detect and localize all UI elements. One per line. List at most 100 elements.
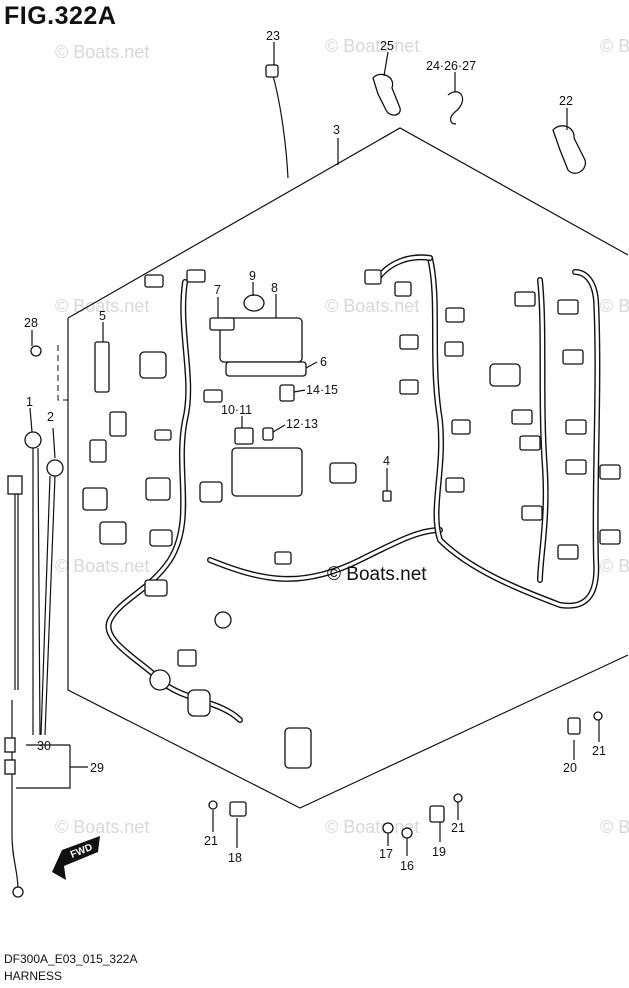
bolt-21	[593, 711, 603, 721]
label-24-26-27: 24·26·27	[426, 59, 476, 73]
connector	[444, 341, 464, 357]
clamp-4	[382, 490, 392, 502]
connector	[149, 529, 173, 547]
watermark: © Boats.net	[600, 556, 629, 576]
figure-code: DF300A_E03_015_322A	[4, 952, 138, 966]
bolt-21	[208, 800, 218, 810]
clamp-22	[552, 125, 587, 174]
cover-5	[94, 341, 110, 393]
connector	[489, 363, 521, 387]
label-22: 22	[559, 94, 573, 108]
label-18: 18	[228, 851, 242, 865]
fuse-14-15	[279, 384, 295, 402]
label-14-15: 14·15	[306, 383, 338, 397]
connector	[514, 291, 536, 307]
gasket-6	[225, 361, 307, 377]
nut-17	[382, 822, 394, 834]
nut-16	[401, 827, 413, 839]
connector	[445, 307, 465, 323]
figure-title: FIG.322A	[4, 2, 117, 30]
connector	[186, 269, 206, 283]
leader-lines	[16, 42, 600, 856]
fuse-12-13	[262, 427, 274, 441]
battery-cables	[4, 345, 64, 898]
watermark: © Boats.net	[600, 817, 629, 837]
watermark: © Boats.net	[600, 296, 629, 316]
sensor	[214, 611, 232, 629]
watermark: © Boats.net	[600, 36, 629, 56]
label-29: 29	[90, 761, 104, 775]
connector	[519, 435, 541, 451]
connector	[399, 379, 419, 395]
connector	[329, 462, 357, 484]
tie-23	[265, 64, 279, 78]
watermark: © Boats.net	[55, 817, 149, 837]
connector	[203, 389, 223, 403]
label-12-13: 12·13	[286, 417, 318, 431]
connector	[451, 419, 471, 435]
connector	[144, 579, 168, 597]
watermark: © Boats.net	[325, 36, 419, 56]
bracket-19	[429, 805, 445, 823]
connector	[109, 411, 127, 437]
label-5: 5	[99, 309, 106, 323]
connector	[284, 727, 312, 769]
forward-arrow-icon: FWD	[52, 836, 100, 880]
harness-connectors	[82, 269, 621, 769]
connector	[562, 349, 584, 365]
label-4: 4	[383, 454, 390, 468]
label-28: 28	[24, 316, 38, 330]
figure-name: HARNESS	[4, 969, 63, 983]
loose-parts	[208, 64, 603, 839]
label-3: 3	[333, 123, 340, 137]
label-2: 2	[47, 410, 54, 424]
label-21-right: 21	[592, 744, 606, 758]
label-8: 8	[271, 281, 278, 295]
connector	[521, 505, 543, 521]
label-20: 20	[563, 761, 577, 775]
part-labels: 23 25 24·26·27 22 3 9 8 7 5 28 6 14·15 1…	[24, 29, 606, 873]
bracket-18	[229, 801, 247, 817]
connector	[364, 269, 382, 285]
connector	[144, 274, 164, 288]
clamp-25	[372, 73, 401, 116]
connector	[82, 487, 108, 511]
bracket-20	[567, 717, 581, 735]
label-6: 6	[320, 355, 327, 369]
connector	[145, 477, 171, 501]
label-21-left: 21	[204, 834, 218, 848]
label-7: 7	[214, 283, 221, 297]
watermark: © Boats.net	[55, 42, 149, 62]
watermark: © Boats.net	[325, 817, 419, 837]
label-1: 1	[26, 395, 33, 409]
connector	[394, 281, 412, 297]
grommet	[187, 689, 211, 717]
connector	[599, 464, 621, 480]
connector	[199, 481, 223, 503]
label-19: 19	[432, 845, 446, 859]
connector	[511, 409, 533, 425]
label-23: 23	[266, 29, 280, 43]
connector	[565, 459, 587, 475]
connector	[445, 477, 465, 493]
clip-24	[447, 91, 464, 125]
assembly-box-outline	[67, 127, 629, 809]
relay-box-parts	[94, 294, 392, 502]
connector	[154, 429, 172, 441]
bolt-28	[30, 345, 42, 357]
watermark-center: © Boats.net	[327, 564, 427, 585]
bolt-21	[453, 793, 463, 803]
connector	[599, 529, 621, 545]
label-17: 17	[379, 847, 393, 861]
label-16: 16	[400, 859, 414, 873]
connector	[399, 334, 419, 350]
connector	[557, 299, 579, 315]
watermark: © Boats.net	[55, 296, 149, 316]
clip-7	[209, 317, 235, 331]
fuse-box	[231, 447, 303, 497]
watermark: © Boats.net	[55, 556, 149, 576]
relay-10-11	[234, 427, 254, 445]
label-10-11: 10·11	[221, 403, 252, 417]
connector	[557, 544, 579, 560]
label-9: 9	[249, 269, 256, 283]
